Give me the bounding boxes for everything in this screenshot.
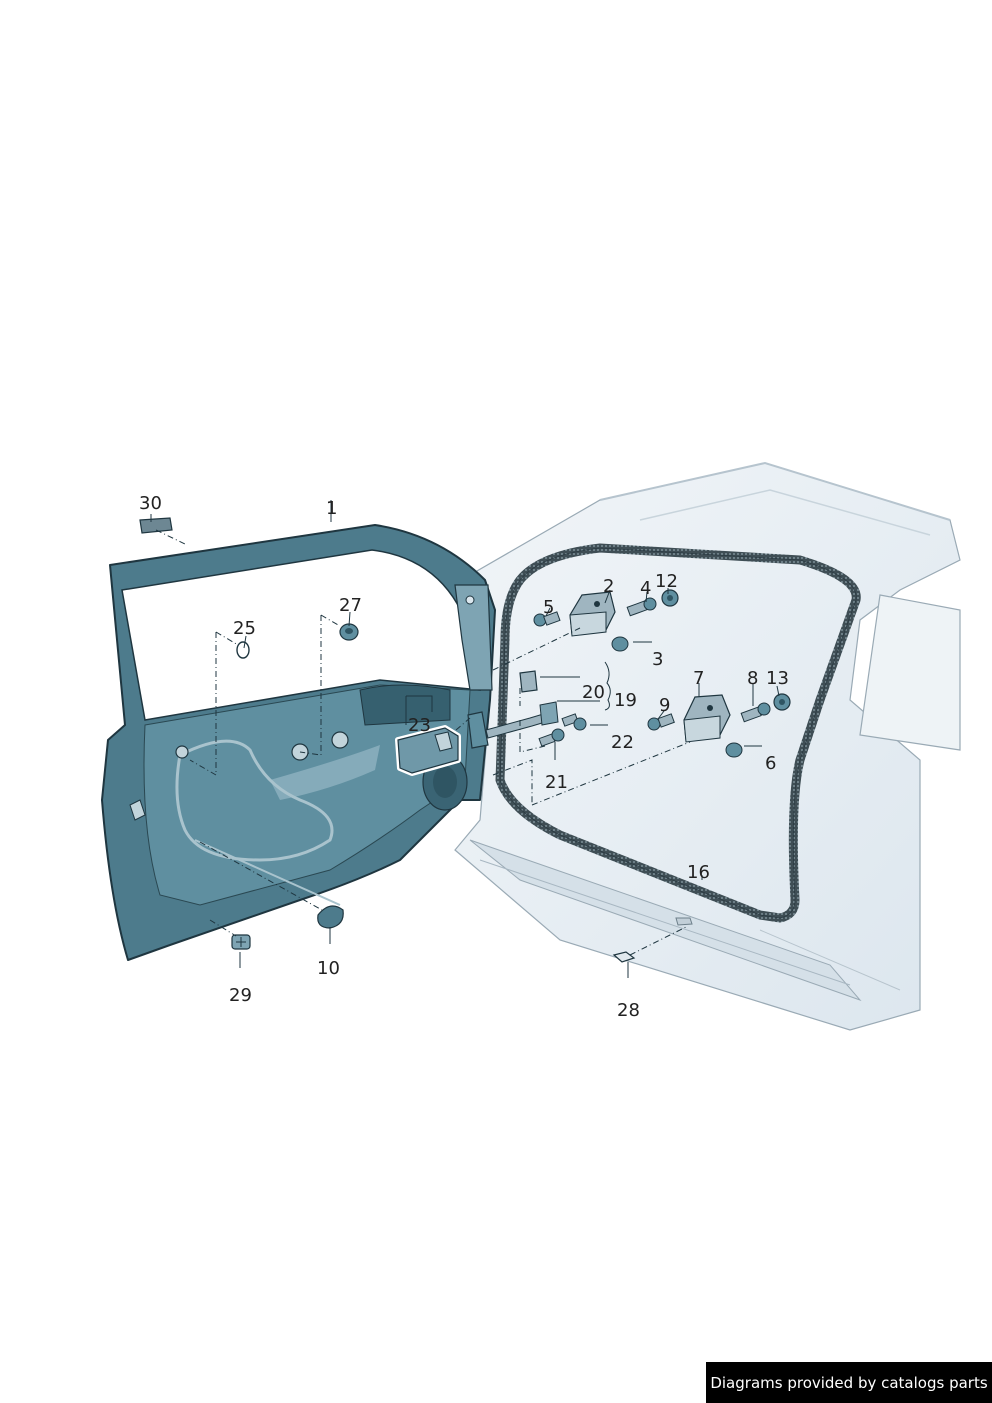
- callout-1: 1: [326, 498, 337, 519]
- callout-25: 25: [233, 618, 256, 639]
- grommet-25: [236, 641, 250, 659]
- callout-23: 23: [408, 715, 431, 736]
- door-panel-1: [101, 524, 496, 961]
- callout-16: 16: [687, 862, 710, 883]
- module-23: [395, 725, 461, 776]
- callout-3: 3: [652, 649, 663, 670]
- bolt-4: [626, 597, 657, 617]
- cap-10: [317, 905, 344, 929]
- credit-banner: Diagrams provided by catalogs parts: [706, 1362, 992, 1403]
- bolt-22: [561, 713, 587, 731]
- door-seal-16: [495, 543, 861, 923]
- bolt-5: [533, 611, 561, 627]
- nut-12: [661, 589, 679, 607]
- bolt-21: [538, 728, 565, 747]
- callout-12: 12: [655, 571, 678, 592]
- nut-13: [773, 693, 791, 711]
- callout-21: 21: [545, 772, 568, 793]
- callout-13: 13: [766, 668, 789, 689]
- callout-labels: 30 1 25 27 2 4 12 5 3 20 19 23 7 8 13 9 …: [139, 493, 789, 1021]
- plug-29: [231, 934, 251, 950]
- callout-22: 22: [611, 732, 634, 753]
- callout-10: 10: [317, 958, 340, 979]
- window-trim-30: [139, 517, 173, 534]
- bushing-6: [725, 742, 743, 758]
- callout-27: 27: [339, 595, 362, 616]
- bolt-8: [740, 702, 771, 723]
- callout-9: 9: [659, 695, 670, 716]
- callout-2: 2: [603, 576, 614, 597]
- callout-30: 30: [139, 493, 162, 514]
- grommet-27: [339, 623, 359, 641]
- door-check-strap-19: [467, 701, 559, 749]
- hinge-upper-2: [569, 591, 616, 637]
- clip-20: [519, 670, 538, 693]
- callout-4: 4: [640, 578, 651, 599]
- bolt-9: [647, 713, 675, 731]
- callout-7: 7: [693, 668, 704, 689]
- callout-5: 5: [543, 597, 554, 618]
- callout-19: 19: [614, 690, 637, 711]
- leader-lines: [150, 500, 780, 978]
- callout-6: 6: [765, 753, 776, 774]
- callout-29: 29: [229, 985, 252, 1006]
- bushing-3: [611, 636, 629, 652]
- callout-28: 28: [617, 1000, 640, 1021]
- callout-20: 20: [582, 682, 605, 703]
- cap-28: [612, 951, 636, 963]
- car-body-shell: [454, 461, 961, 1031]
- callout-8: 8: [747, 668, 758, 689]
- hinge-lower-7: [683, 694, 731, 743]
